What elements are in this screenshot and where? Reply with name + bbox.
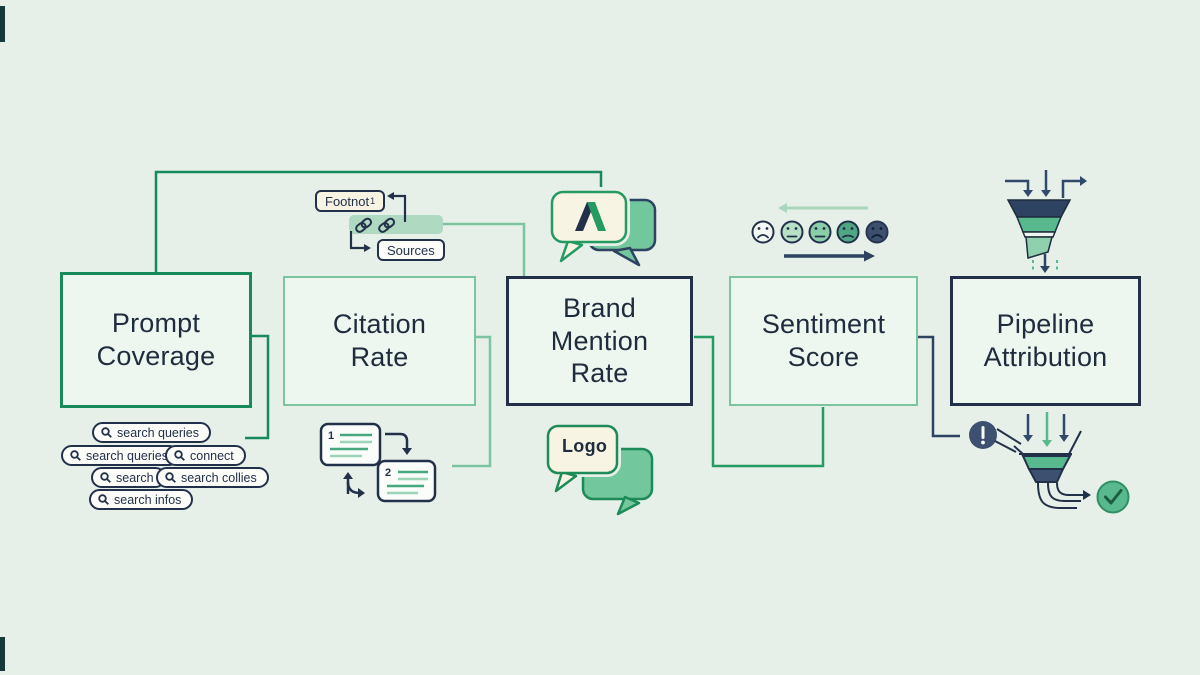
sentiment-scale	[751, 203, 889, 262]
magnifier-icon	[101, 427, 112, 438]
stage-label: Pipeline Attribution	[983, 309, 1108, 372]
connector-sources-to-brand	[443, 222, 526, 276]
link-highlight-bar	[349, 215, 443, 234]
magnifier-icon	[70, 450, 81, 461]
stage-box-citation-rate: Citation Rate	[283, 276, 476, 406]
search-pill-label: search queries	[117, 425, 199, 440]
search-pill: search queries	[61, 445, 180, 466]
alert-icon	[969, 421, 997, 449]
search-pill: search queries	[92, 422, 211, 443]
outflow-arrow-icon	[1061, 179, 1082, 198]
brand-chat-bubbles	[548, 188, 657, 267]
search-pill: connect	[165, 445, 246, 466]
funnel-band-navy	[1006, 199, 1072, 218]
funnel-spout	[1025, 236, 1053, 259]
pipeline-funnel-icon	[1005, 170, 1087, 273]
inflow-arrow-icon	[1005, 179, 1030, 192]
search-pill-label: search collies	[181, 470, 257, 485]
attribution-funnel-icon	[969, 412, 1130, 514]
brand-logo-mark	[575, 202, 606, 231]
document-1: 1	[319, 422, 382, 467]
stage-box-pipeline-attribution: Pipeline Attribution	[950, 276, 1141, 406]
search-pill-label: search	[116, 470, 154, 485]
magnifier-icon	[98, 494, 109, 505]
funnel-band-green	[1015, 216, 1063, 233]
search-pill-label: search queries	[86, 448, 168, 463]
sources-label: Sources	[387, 242, 435, 258]
funnel-band-green	[1021, 455, 1072, 470]
footnote-label: Footnot	[325, 193, 370, 209]
stage-label: Citation Rate	[332, 309, 427, 372]
document-number: 1	[328, 430, 334, 442]
magnifier-icon	[174, 450, 185, 461]
document-number: 2	[385, 467, 391, 479]
sources-pill: Sources	[377, 239, 445, 261]
stage-box-prompt-coverage: Prompt Coverage	[60, 272, 252, 408]
chat-bubble-front	[548, 188, 630, 263]
footnote-superscript: 1	[370, 196, 376, 206]
sentiment-face-5	[865, 220, 889, 244]
stage-label: Sentiment Score	[761, 309, 886, 372]
check-icon	[1096, 480, 1130, 514]
chat-bubble-back	[587, 198, 657, 267]
sentiment-face-4	[836, 220, 860, 244]
search-pill-label: connect	[190, 448, 234, 463]
flow-arrow-icon	[385, 432, 409, 450]
sentiment-face-1	[751, 220, 775, 244]
sentiment-face-2	[780, 220, 804, 244]
logo-label: Logo	[562, 436, 608, 456]
logo-bubble-back	[581, 447, 654, 516]
stage-label: Prompt Coverage	[96, 308, 216, 371]
search-pill-label: search infos	[114, 492, 182, 507]
funnel-band-navy	[1027, 468, 1065, 483]
sentiment-face-3	[808, 220, 832, 244]
document-2: 2	[376, 459, 437, 503]
search-pill: search infos	[89, 489, 194, 510]
stage-box-sentiment-score: Sentiment Score	[729, 276, 918, 406]
funnel-outlet-pipe	[1037, 482, 1085, 509]
search-pill: search collies	[156, 467, 269, 488]
magnifier-icon	[100, 472, 111, 483]
citation-documents-icon: 1 2	[319, 422, 437, 503]
search-pill: search	[91, 467, 166, 488]
stage-box-brand-mention-rate: Brand Mention Rate	[506, 276, 693, 406]
magnifier-icon	[165, 472, 176, 483]
swap-arrows-icon	[346, 477, 361, 495]
screen-edge-artifact	[0, 6, 5, 42]
stage-label: Brand Mention Rate	[550, 292, 649, 389]
screen-edge-artifact	[0, 637, 5, 671]
